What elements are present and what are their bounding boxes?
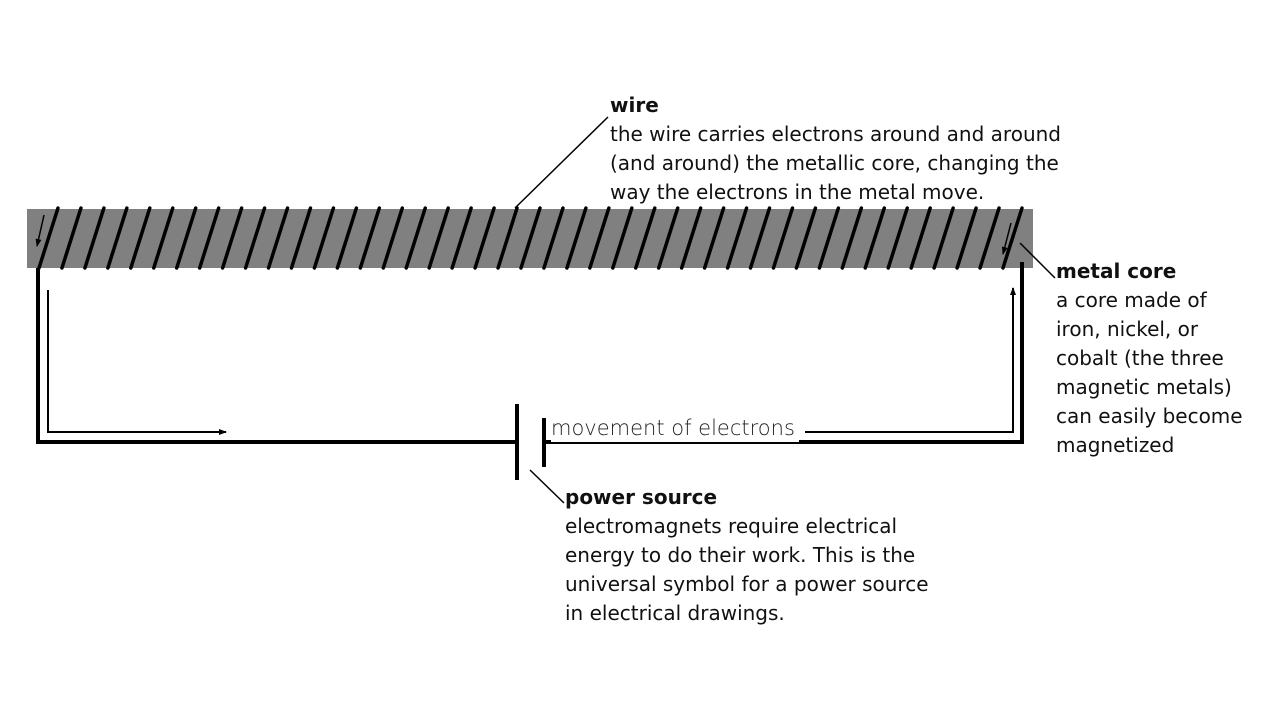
coil-turn	[243, 206, 267, 270]
coil-turn	[312, 206, 336, 270]
coil-turn	[611, 206, 634, 270]
wire-leader-line	[514, 116, 609, 209]
metal-core-annotation-title: metal core	[1056, 259, 1177, 283]
wire-annotation-line: (and around) the metallic core, changing…	[610, 151, 1059, 175]
coil-turn	[588, 206, 611, 270]
power-leader-line	[529, 469, 565, 504]
metal-core-annotation: metal core a core made of iron, nickel, …	[1056, 257, 1243, 460]
coil-turn	[37, 206, 60, 270]
coil-turn	[129, 206, 152, 270]
coil-turn	[725, 206, 749, 270]
coil-turn	[266, 206, 290, 270]
coil-turn	[542, 206, 565, 270]
coil-turn	[794, 206, 818, 270]
coil-turn	[60, 206, 83, 270]
wire-annotation: wire the wire carries electrons around a…	[610, 91, 1061, 207]
wire-annotation-line: way the electrons in the metal move.	[610, 180, 985, 204]
coil-turn	[358, 206, 382, 270]
coil-turn	[381, 206, 405, 270]
coil-turn	[863, 206, 887, 270]
coil-turn	[771, 206, 795, 270]
power-source-annotation-line: universal symbol for a power source	[565, 572, 929, 596]
coil-turn	[909, 206, 932, 270]
power-source-annotation-line: electromagnets require electrical	[565, 514, 898, 538]
coil-turn	[83, 206, 106, 270]
power-source-annotation-title: power source	[565, 485, 718, 509]
coil-turn	[335, 206, 359, 270]
wire-annotation-title: wire	[610, 93, 659, 117]
electron-flow-arrow-left	[47, 290, 227, 435]
coil-turn	[679, 206, 703, 270]
coil-turn	[106, 206, 129, 270]
coil-turn	[197, 206, 221, 270]
coil-turn	[840, 206, 864, 270]
electron-flow-arrow-coil-left	[35, 214, 45, 247]
coil-turn	[427, 206, 450, 270]
wire-annotation-line: the wire carries electrons around and ar…	[610, 122, 1061, 146]
coil-turn	[289, 206, 313, 270]
coil-turn	[656, 206, 680, 270]
electron-flow-label: movement of electrons	[551, 414, 799, 442]
coil-turn	[404, 206, 427, 270]
coil-turn	[1001, 206, 1024, 270]
power-source-annotation: power source electromagnets require elec…	[565, 483, 929, 628]
metal-core-annotation-line: a core made of	[1056, 288, 1207, 312]
coil-turn	[152, 206, 175, 270]
metal-core-annotation-line: cobalt (the three	[1056, 346, 1224, 370]
coil-turn	[748, 206, 772, 270]
coil-turn	[565, 206, 588, 270]
circuit-wire-right	[544, 262, 1024, 444]
coil-turn	[817, 206, 841, 270]
coil-turn	[886, 206, 909, 270]
core-leader-line	[1019, 242, 1056, 279]
coil-turn	[220, 206, 244, 270]
electron-flow-arrow-right	[805, 287, 1016, 433]
coil-turn	[702, 206, 726, 270]
coil-turn	[955, 206, 978, 270]
coil-turn	[519, 206, 542, 270]
power-source-annotation-line: energy to do their work. This is the	[565, 543, 916, 567]
coil-turn	[932, 206, 955, 270]
power-source-annotation-line: in electrical drawings.	[565, 601, 785, 625]
coil-turn	[473, 206, 496, 270]
electron-flow-arrow-coil-right	[1001, 222, 1012, 255]
metal-core-annotation-line: magnetic metals)	[1056, 375, 1232, 399]
coil-turn	[978, 206, 1001, 270]
coil-turn	[496, 206, 519, 270]
metal-core-annotation-line: magnetized	[1056, 433, 1175, 457]
circuit-wire-left	[36, 268, 517, 444]
coil-turn	[450, 206, 473, 270]
wire-coil	[37, 206, 1024, 270]
metal-core-annotation-line: can easily become	[1056, 404, 1243, 428]
metal-core-annotation-line: iron, nickel, or	[1056, 317, 1199, 341]
coil-turn	[634, 206, 657, 270]
coil-turn	[174, 206, 198, 270]
